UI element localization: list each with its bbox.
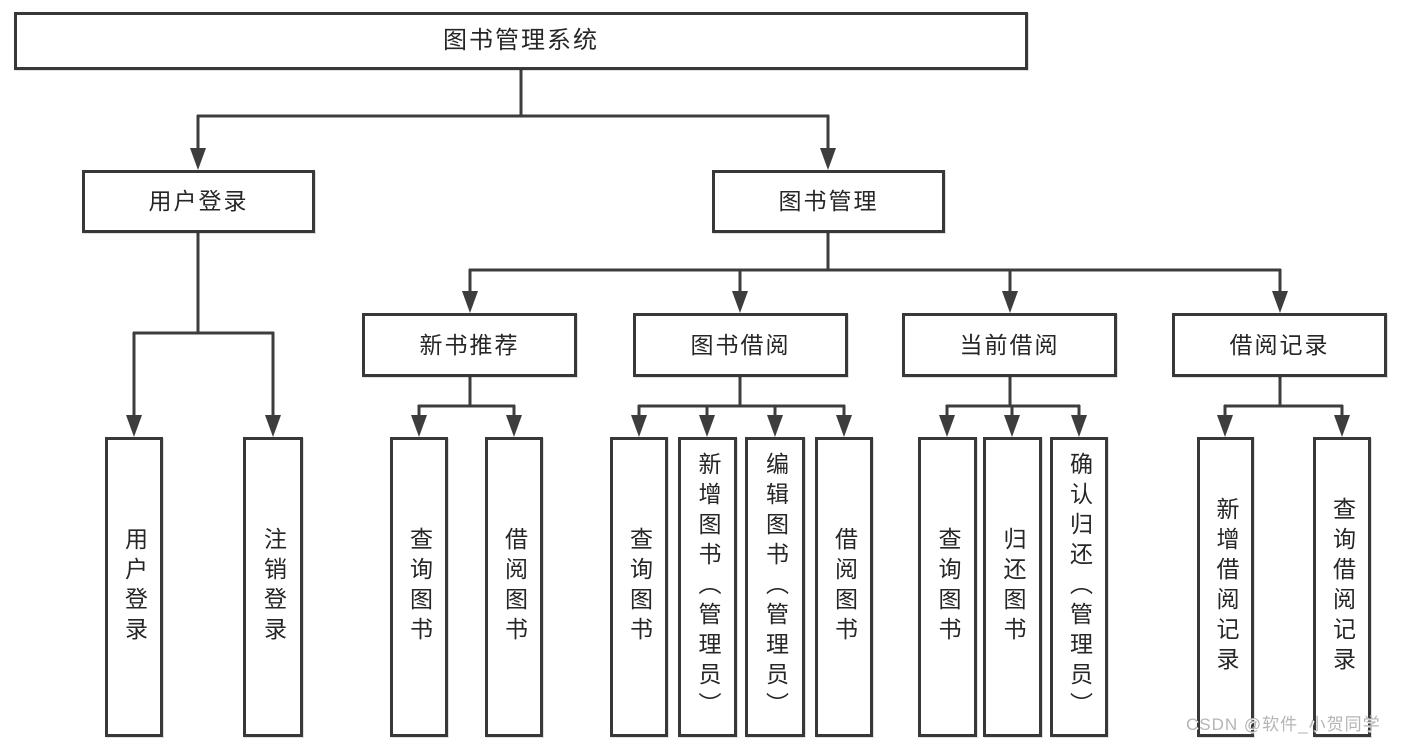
arrow-down-icon — [699, 415, 715, 437]
arrow-down-icon — [1272, 291, 1288, 313]
arrow-down-icon — [1002, 291, 1018, 313]
node-label: 图书管理 — [778, 188, 879, 214]
arrow-down-icon — [462, 291, 478, 313]
node-book-management: 图书管理 — [712, 170, 945, 233]
node-label: 用户登录 — [121, 527, 148, 647]
leaf-confirm-return-admin: 确认归还（管理员） — [1050, 437, 1108, 737]
arrow-down-icon — [1334, 415, 1350, 437]
node-label: 借阅图书 — [831, 527, 858, 647]
node-label: 查询借阅记录 — [1329, 497, 1356, 677]
leaf-current-query-books: 查询图书 — [918, 437, 977, 737]
node-label: 查询图书 — [626, 527, 653, 647]
node-label: 借阅记录 — [1229, 331, 1330, 358]
arrow-down-icon — [820, 148, 836, 170]
node-book-borrowing: 图书借阅 — [633, 313, 848, 377]
node-label: 新增图书（管理员） — [695, 452, 721, 722]
leaf-recommend-borrow-books: 借阅图书 — [485, 437, 543, 737]
node-library-management-system: 图书管理系统 — [14, 12, 1028, 70]
arrow-down-icon — [732, 291, 748, 313]
connector-lines — [132, 70, 1344, 422]
arrow-down-icon — [1004, 415, 1020, 437]
leaf-add-books-admin: 新增图书（管理员） — [678, 437, 737, 737]
arrow-down-icon — [411, 415, 427, 437]
arrow-down-icon — [631, 415, 647, 437]
leaf-add-borrow-record: 新增借阅记录 — [1197, 437, 1254, 737]
node-label: 新增借阅记录 — [1213, 497, 1239, 677]
leaf-recommend-query-books: 查询图书 — [390, 437, 448, 737]
node-user-login: 用户登录 — [82, 170, 315, 233]
arrow-down-icon — [939, 415, 955, 437]
leaf-query-borrow-record: 查询借阅记录 — [1313, 437, 1371, 737]
node-label: 当前借阅 — [959, 331, 1060, 358]
arrow-down-icon — [1071, 415, 1087, 437]
leaf-user-login: 用户登录 — [105, 437, 163, 737]
arrow-down-icon — [767, 415, 783, 437]
node-label: 查询图书 — [935, 527, 961, 647]
node-label: 注销登录 — [260, 527, 287, 647]
node-label: 新书推荐 — [419, 331, 520, 358]
node-label: 借阅图书 — [501, 527, 528, 647]
leaf-logout: 注销登录 — [243, 437, 303, 737]
csdn-watermark: CSDN @软件_小贺同学 — [1186, 715, 1381, 734]
node-current-borrowing: 当前借阅 — [902, 313, 1117, 377]
node-new-book-recommend: 新书推荐 — [362, 313, 577, 377]
arrow-down-icon — [506, 415, 522, 437]
node-label: 图书管理系统 — [443, 27, 599, 54]
arrowhead-icons — [126, 148, 1350, 437]
arrow-down-icon — [265, 415, 281, 437]
leaf-borrowing-borrow-books: 借阅图书 — [815, 437, 873, 737]
arrow-down-icon — [126, 415, 142, 437]
node-label: 查询图书 — [406, 527, 433, 647]
node-borrowing-records: 借阅记录 — [1172, 313, 1387, 377]
leaf-borrowing-query-books: 查询图书 — [610, 437, 668, 737]
arrow-down-icon — [1217, 415, 1233, 437]
node-label: 确认归还（管理员） — [1066, 452, 1093, 722]
node-label: 编辑图书（管理员） — [762, 452, 789, 722]
leaf-return-books: 归还图书 — [983, 437, 1042, 737]
node-label: 归还图书 — [1000, 527, 1026, 647]
node-label: 图书借阅 — [690, 331, 791, 358]
leaf-edit-books-admin: 编辑图书（管理员） — [745, 437, 805, 737]
arrow-down-icon — [190, 148, 206, 170]
node-label: 用户登录 — [148, 188, 249, 214]
arrow-down-icon — [836, 415, 852, 437]
